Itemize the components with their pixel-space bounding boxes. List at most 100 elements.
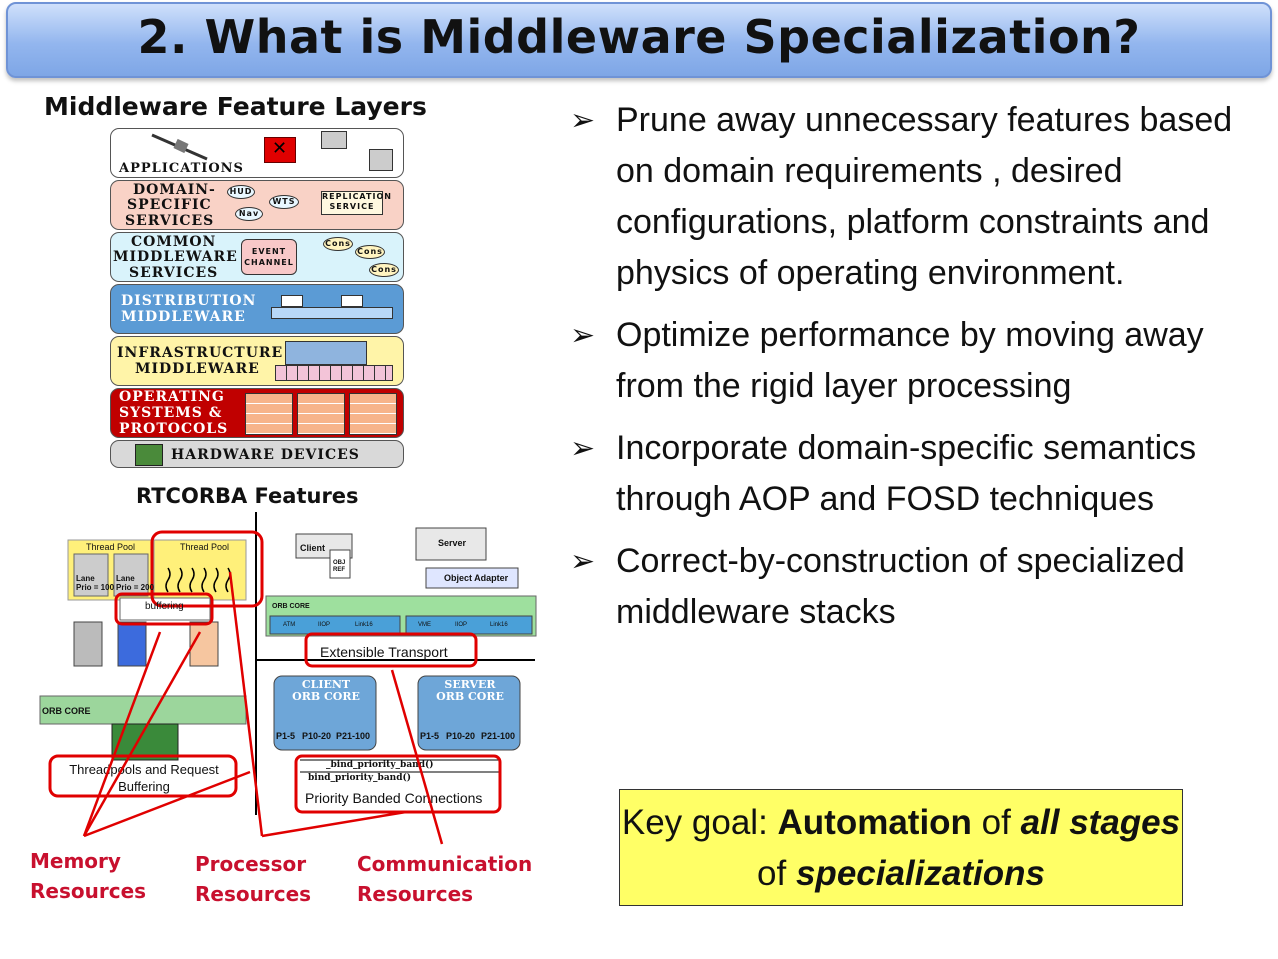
lane1-label: Lane Prio = 100 bbox=[76, 574, 114, 592]
bind-priority-band-1: _bind_priority_band() bbox=[326, 760, 434, 770]
goal-mid2: of bbox=[757, 854, 796, 893]
layer-operating-systems: OPERATING SYSTEMS & PROTOCOLS bbox=[110, 388, 404, 438]
obj-label: OBJ bbox=[333, 560, 346, 566]
client-prio-3: P21-100 bbox=[336, 731, 371, 741]
bullet-arrow-icon: ➢ bbox=[570, 545, 596, 578]
layer-infrastructure: INFRASTRUCTURE MIDDLEWARE bbox=[110, 336, 404, 386]
memory-line1: Memory bbox=[30, 849, 121, 873]
extensible-transport-label: Extensible Transport bbox=[320, 644, 448, 660]
os-stack-2 bbox=[297, 393, 345, 435]
os-stack-3 bbox=[349, 393, 397, 435]
replication-label: REPLICATION bbox=[322, 192, 392, 201]
protocol-iiop-2: IIOP bbox=[455, 622, 468, 628]
communication-resources-label: Communication Resources bbox=[357, 849, 532, 909]
wts-badge: WTS bbox=[269, 195, 299, 209]
computer-icon bbox=[321, 131, 347, 149]
protocol-link16-1: Link16 bbox=[355, 622, 373, 628]
thread-pool-label-1: Thread Pool bbox=[86, 542, 136, 552]
resource-arrows bbox=[82, 571, 444, 845]
orb-core-right-label: ORB CORE bbox=[272, 603, 310, 610]
client-prio-2: P10-20 bbox=[302, 731, 332, 741]
ref-label: REF bbox=[333, 567, 345, 573]
layers-heading: Middleware Feature Layers bbox=[44, 92, 427, 121]
lane2-name: Lane bbox=[116, 574, 135, 583]
layer-hardware: HARDWARE DEVICES bbox=[110, 440, 404, 468]
monitor-icon bbox=[369, 149, 393, 171]
lane2-label: Lane Prio = 200 bbox=[116, 574, 154, 592]
layer-common-middleware: COMMON MIDDLEWARE SERVICES EVENT CHANNEL… bbox=[110, 232, 404, 282]
server-prio-1: P1-5 bbox=[420, 731, 440, 741]
goal-all-stages: all stages bbox=[1020, 803, 1181, 842]
bullet-text: Incorporate domain-specific semantics th… bbox=[616, 429, 1197, 518]
os-label-2: SYSTEMS & bbox=[119, 405, 223, 421]
rtcorba-diagram bbox=[39, 512, 537, 815]
common-label-2: MIDDLEWARE bbox=[113, 249, 238, 265]
layer-applications: APPLICATIONS ✕ bbox=[110, 128, 404, 178]
bullet-arrow-icon: ➢ bbox=[570, 319, 596, 352]
processor-line2: Resources bbox=[195, 882, 312, 906]
protocol-iiop-1: IIOP bbox=[318, 622, 331, 628]
bind-priority-band-2: bind_priority_band() bbox=[308, 773, 412, 783]
layer-distribution: DISTRIBUTION MIDDLEWARE bbox=[110, 284, 404, 334]
switch-icon: ✕ bbox=[264, 137, 296, 163]
hud-badge: HUD bbox=[227, 185, 255, 199]
cons-badge-1: Cons bbox=[323, 237, 353, 251]
object-adapter-label: Object Adapter bbox=[444, 573, 509, 583]
domain-specific-label-1: DOMAIN- bbox=[133, 182, 216, 198]
bullet-item: ➢ Prune away unnecessary features based … bbox=[570, 95, 1260, 299]
bullet-text: Correct-by-construction of specialized m… bbox=[616, 542, 1185, 631]
threadpools-line2: Buffering bbox=[118, 779, 170, 794]
obj-ref-label: OBJ REF bbox=[333, 560, 345, 574]
os-label-1: OPERATING bbox=[119, 389, 225, 405]
client-prio-1: P1-5 bbox=[276, 731, 296, 741]
thread-pool-label-2: Thread Pool bbox=[180, 542, 230, 552]
server-orb-line1: SERVER bbox=[444, 678, 496, 691]
satellite-icon bbox=[151, 133, 208, 161]
processor-resources-label: Processor Resources bbox=[195, 849, 311, 909]
processor-line1: Processor bbox=[195, 852, 307, 876]
server-orb-line2: ORB CORE bbox=[436, 690, 504, 703]
rtcorba-heading: RTCORBA Features bbox=[136, 484, 359, 508]
server-label: Server bbox=[438, 538, 467, 548]
infrastructure-diagram bbox=[275, 341, 393, 381]
infrastructure-label-1: INFRASTRUCTURE bbox=[117, 345, 284, 361]
slide-title: 2. What is Middleware Specialization? bbox=[137, 10, 1141, 64]
os-stack-1 bbox=[245, 393, 293, 435]
goal-prefix: Key goal: bbox=[621, 803, 778, 842]
cons-badge-2: Cons bbox=[355, 245, 385, 259]
os-label-3: PROTOCOLS bbox=[119, 421, 229, 437]
communication-line2: Resources bbox=[357, 882, 474, 906]
protocol-link16-2: Link16 bbox=[490, 622, 508, 628]
distribution-label-1: DISTRIBUTION bbox=[121, 293, 257, 309]
layer-domain-specific: DOMAIN- SPECIFIC SERVICES HUD Nav WTS RE… bbox=[110, 180, 404, 230]
hardware-label: HARDWARE DEVICES bbox=[171, 447, 360, 463]
applications-label: APPLICATIONS bbox=[119, 161, 244, 176]
distribution-diagram bbox=[271, 293, 393, 323]
service-label: SERVICE bbox=[329, 202, 375, 211]
bullet-list: ➢ Prune away unnecessary features based … bbox=[570, 95, 1260, 649]
domain-specific-label-2: SPECIFIC bbox=[127, 197, 212, 213]
client-orb-core-label: CLIENT ORB CORE bbox=[282, 679, 370, 703]
memory-resources-label: Memory Resources bbox=[30, 846, 146, 906]
circuit-board-icon bbox=[135, 444, 163, 466]
server-prio-2: P10-20 bbox=[446, 731, 476, 741]
distribution-label-2: MIDDLEWARE bbox=[121, 309, 246, 325]
infrastructure-label-2: MIDDLEWARE bbox=[135, 361, 260, 377]
event-label: EVENT bbox=[251, 247, 287, 256]
channel-label: CHANNEL bbox=[244, 258, 294, 267]
bullet-arrow-icon: ➢ bbox=[570, 432, 596, 465]
cons-badge-3: Cons bbox=[369, 263, 399, 277]
lane1-name: Lane bbox=[76, 574, 95, 583]
goal-specializations: specializations bbox=[795, 854, 1045, 893]
bullet-arrow-icon: ➢ bbox=[570, 104, 596, 137]
bullet-item: ➢ Incorporate domain-specific semantics … bbox=[570, 423, 1260, 525]
bullet-item: ➢ Optimize performance by moving away fr… bbox=[570, 310, 1260, 412]
goal-bold-automation: Automation bbox=[777, 803, 972, 842]
title-bar bbox=[6, 2, 1272, 78]
common-label-3: SERVICES bbox=[129, 265, 219, 281]
client-orb-line2: ORB CORE bbox=[292, 690, 360, 703]
key-goal-box: Key goal: Automation of all stages of sp… bbox=[619, 789, 1183, 906]
client-orb-line1: CLIENT bbox=[301, 678, 351, 691]
replication-service-box: REPLICATION SERVICE bbox=[321, 191, 392, 215]
goal-mid1: of bbox=[971, 803, 1021, 842]
